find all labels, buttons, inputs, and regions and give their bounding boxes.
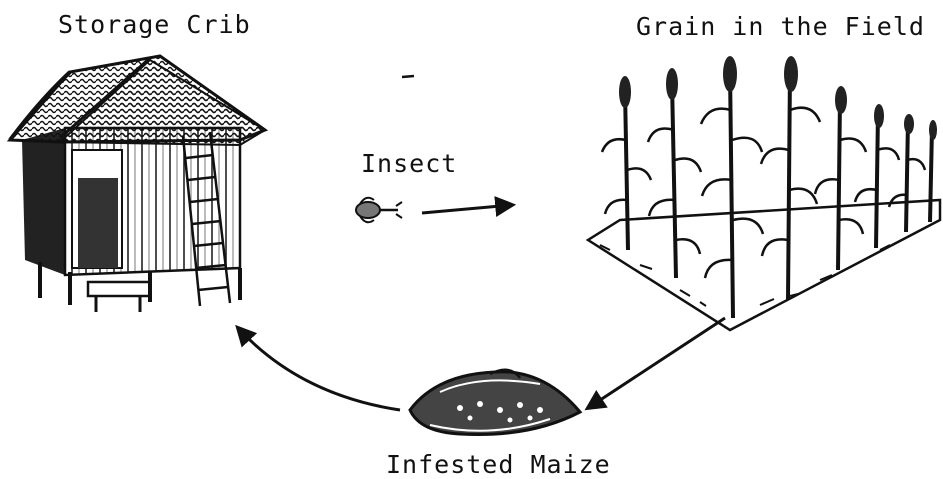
maize-to-crib-arrow — [238, 328, 400, 410]
insect-to-field-arrow — [422, 205, 512, 213]
grain-field-illustration — [588, 56, 940, 330]
field-to-maize-arrow — [588, 318, 725, 408]
insect-icon — [356, 198, 402, 223]
storage-crib-illustration — [10, 56, 265, 312]
stray-mark — [402, 76, 414, 77]
infested-maize-illustration — [410, 370, 580, 435]
